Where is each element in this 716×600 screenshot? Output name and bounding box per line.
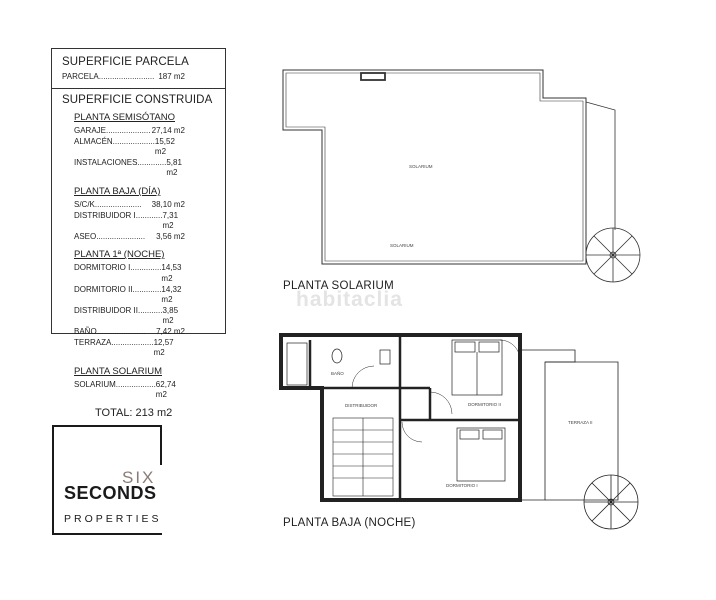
semisotano-title: PLANTA SEMISÓTANO: [74, 112, 176, 123]
primera-row-value: 14,32 m2: [161, 284, 182, 305]
construida-section: SUPERFICIE CONSTRUIDA PLANTA SEMISÓTANO …: [52, 89, 225, 419]
solarium-row: SOLARIUM..................62,74 m2: [74, 380, 215, 401]
solarium-rows: SOLARIUM..................62,74 m2: [62, 380, 215, 401]
solarium-side-wall: [585, 101, 616, 230]
primera-row-value: 14,53 m2: [161, 263, 182, 283]
baja-row-value: 3,56 m2: [156, 231, 185, 241]
semisotano-row: GARAJE....................27,14 m2: [74, 126, 215, 137]
baja-row-value: 38,10 m2: [151, 199, 185, 209]
watermark: habitaclia: [296, 288, 403, 311]
logo-frame-right: [160, 425, 162, 465]
six-seconds-logo: SIX SECONDS PROPERTIES: [52, 425, 166, 535]
primera-row-label: DORMITORIO I..............: [74, 263, 162, 273]
parcela-value: 187 m2: [158, 72, 185, 81]
parcela-title: SUPERFICIE PARCELA: [62, 56, 189, 68]
label-distribuidor: DISTRIBUIDOR: [345, 403, 378, 408]
logo-frame-top: [52, 425, 162, 427]
terraza-railing: [520, 349, 576, 501]
semisotano-row: ALMACÉN...................15,52 m2: [74, 137, 215, 158]
solarium-row-value: 62,74 m2: [155, 379, 176, 400]
semisotano-row-value: 27,14 m2: [151, 126, 185, 135]
logo-frame-bottom: [52, 533, 162, 535]
solarium-row-label: SOLARIUM..................: [74, 379, 156, 389]
baja-row-label: DISTRIBUIDOR I............: [74, 210, 163, 220]
label-bano: BAÑO: [331, 370, 344, 376]
door-swings: [351, 339, 521, 443]
primera-row-label: DORMITORIO II.............: [74, 284, 162, 294]
semisotano-row-value: 5,81 m2: [166, 157, 182, 178]
baja-row-value: 7,31 m2: [162, 210, 179, 231]
baja-row-label: ASEO......................: [74, 231, 146, 241]
parcela-row: PARCELA......................... 187 m2: [62, 72, 215, 83]
spiral-stair-baja: [583, 474, 639, 530]
label-terraza: TERRAZA II: [568, 420, 593, 425]
baja-row-label: S/C/K.....................: [74, 199, 142, 209]
primera-row-label: TERRAZA...................: [74, 337, 154, 347]
logo-frame-left: [52, 425, 54, 535]
parcela-section: SUPERFICIE PARCELA PARCELA..............…: [52, 49, 225, 89]
semisotano-row-label: GARAJE....................: [74, 126, 151, 135]
planta-baja-plan: [279, 333, 639, 530]
logo-seconds: SECONDS: [64, 483, 157, 503]
label-solarium-bottom: SOLARIUM: [390, 243, 414, 248]
primera-row: TERRAZA...................12,57 m2: [74, 338, 215, 359]
solarium-parapet: [285, 72, 584, 262]
label-solarium-center: SOLARIUM: [409, 164, 433, 169]
caption-solarium: PLANTA SOLARIUM: [283, 280, 395, 292]
parcela-label: PARCELA.........................: [62, 72, 155, 81]
total-area: TOTAL: 213 m2: [95, 406, 173, 419]
bathroom-fixtures: [286, 342, 391, 386]
primera-row: BAÑO...................... 7,42 m2: [74, 327, 215, 338]
semisotano-row: INSTALACIONES.............5,81 m2: [74, 158, 215, 179]
solarium-title: PLANTA SOLARIUM: [74, 365, 162, 377]
solarium-plan: [282, 69, 641, 283]
primera-title: PLANTA 1ª (NOCHE): [74, 249, 165, 261]
label-dormitorio-1: DORMITORIO I: [446, 483, 478, 488]
logo-six: SIX: [122, 468, 156, 487]
semisotano-row-value: 15,52 m2: [154, 136, 175, 157]
primera-row-value: 7,42 m2: [156, 326, 185, 336]
primera-row-value: 3,85 m2: [162, 305, 179, 326]
bed-dormitorio-1: [456, 427, 506, 482]
spiral-stair-solarium: [585, 227, 641, 283]
caption-baja: PLANTA BAJA (NOCHE): [283, 517, 416, 529]
semisotano-row-label: ALMACÉN...................: [74, 136, 155, 146]
interior-stair: [332, 417, 394, 497]
baja-row: S/C/K..................... 38,10 m2: [74, 200, 215, 211]
logo-properties: PROPERTIES: [64, 513, 162, 525]
outer-walls: [279, 333, 522, 502]
solarium-outline: [282, 69, 587, 265]
primera-row: DISTRIBUIDOR II...........3,85 m2: [74, 306, 215, 327]
terraza-outline: [545, 361, 619, 501]
area-table: SUPERFICIE PARCELA PARCELA..............…: [51, 48, 226, 419]
label-dormitorio-2: DORMITORIO II: [468, 402, 501, 407]
primera-row-label: DISTRIBUIDOR II...........: [74, 305, 163, 315]
semisotano-row-label: INSTALACIONES.............: [74, 157, 167, 167]
bed-dormitorio-2: [451, 339, 503, 396]
baja-title: PLANTA BAJA (DÍA): [74, 185, 161, 197]
baja-row: DISTRIBUIDOR I............7,31 m2: [74, 211, 215, 232]
interior-walls: [308, 335, 520, 500]
primera-row-value: 12,57 m2: [153, 337, 174, 358]
primera-row: DORMITORIO II.............14,32 m2: [74, 285, 215, 306]
solarium-skylight: [360, 72, 386, 81]
primera-row-label: BAÑO......................: [74, 326, 146, 336]
construida-title: SUPERFICIE CONSTRUIDA: [62, 94, 213, 106]
baja-row: ASEO...................... 3,56 m2: [74, 232, 215, 243]
primera-row: DORMITORIO I..............14,53 m2: [74, 263, 215, 284]
